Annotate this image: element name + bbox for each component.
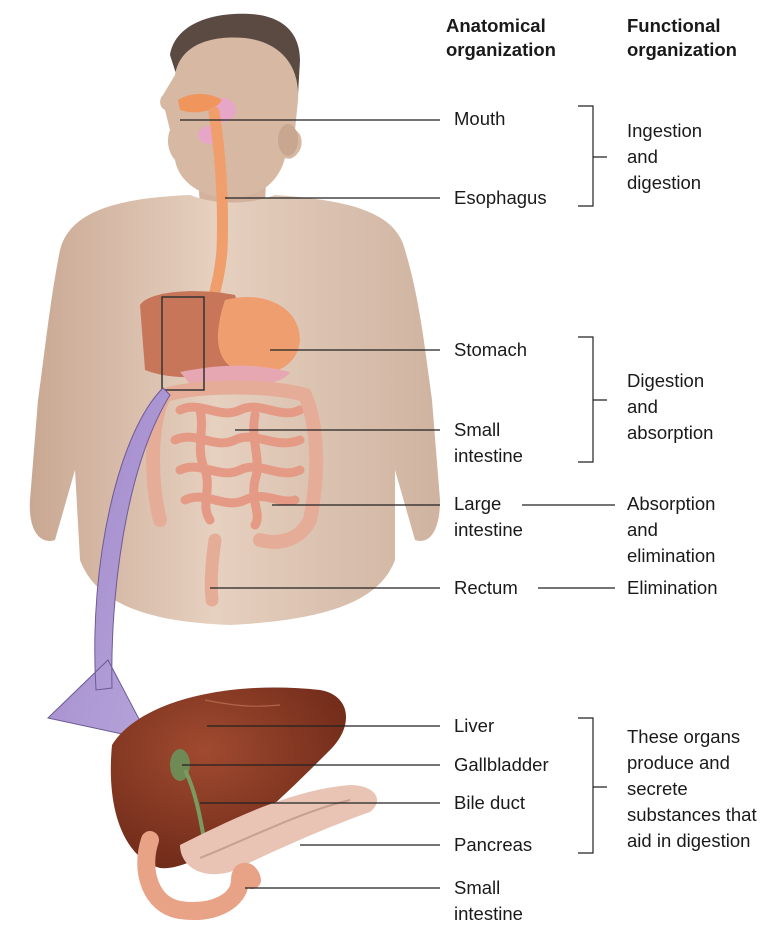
function-ingestion-line2: and (627, 144, 702, 170)
function-absorption-line3: elimination (627, 543, 715, 569)
bracket-digestion (578, 337, 607, 462)
label-lower-small-intestine-line2: intestine (454, 901, 523, 927)
function-digestion-line2: and (627, 394, 713, 420)
ear (278, 124, 298, 156)
functional-header: Functional organization (627, 14, 737, 62)
function-accessory-line2: produce and (627, 750, 757, 776)
torso-illustration (30, 14, 440, 625)
label-esophagus: Esophagus (454, 185, 547, 211)
label-large-intestine-line1: Large (454, 491, 523, 517)
label-mouth: Mouth (454, 106, 505, 132)
function-absorption-line2: and (627, 517, 715, 543)
label-bile-duct: Bile duct (454, 790, 525, 816)
function-digestion-line1: Digestion (627, 368, 713, 394)
label-lower-small-intestine-line1: Small (454, 875, 523, 901)
label-lower-small-intestine: Small intestine (454, 875, 523, 927)
function-accessory: These organs produce and secrete substan… (627, 724, 757, 854)
label-small-intestine-line2: intestine (454, 443, 523, 469)
function-absorption: Absorption and elimination (627, 491, 715, 569)
label-pancreas: Pancreas (454, 832, 532, 858)
function-ingestion-line1: Ingestion (627, 118, 702, 144)
functional-header-line2: organization (627, 38, 737, 62)
bracket-accessory (578, 718, 607, 853)
anatomical-header-line2: organization (446, 38, 556, 62)
bracket-ingestion (578, 106, 607, 206)
label-liver: Liver (454, 713, 494, 739)
anatomical-header: Anatomical organization (446, 14, 556, 62)
function-accessory-line5: aid in digestion (627, 828, 757, 854)
function-accessory-line1: These organs (627, 724, 757, 750)
function-absorption-line1: Absorption (627, 491, 715, 517)
label-rectum: Rectum (454, 575, 518, 601)
label-small-intestine: Small intestine (454, 417, 523, 469)
label-gallbladder: Gallbladder (454, 752, 549, 778)
function-digestion-line3: absorption (627, 420, 713, 446)
function-digestion: Digestion and absorption (627, 368, 713, 446)
function-accessory-line3: secrete (627, 776, 757, 802)
functional-header-line1: Functional (627, 14, 737, 38)
function-elimination: Elimination (627, 575, 718, 601)
anatomical-header-line1: Anatomical (446, 14, 556, 38)
function-ingestion-line3: digestion (627, 170, 702, 196)
label-large-intestine: Large intestine (454, 491, 523, 543)
brackets (578, 106, 607, 853)
accessory-organs-illustration (111, 687, 377, 910)
function-accessory-line4: substances that (627, 802, 757, 828)
function-ingestion: Ingestion and digestion (627, 118, 702, 196)
rectum (211, 540, 215, 600)
label-large-intestine-line2: intestine (454, 517, 523, 543)
label-stomach: Stomach (454, 337, 527, 363)
label-small-intestine-line1: Small (454, 417, 523, 443)
